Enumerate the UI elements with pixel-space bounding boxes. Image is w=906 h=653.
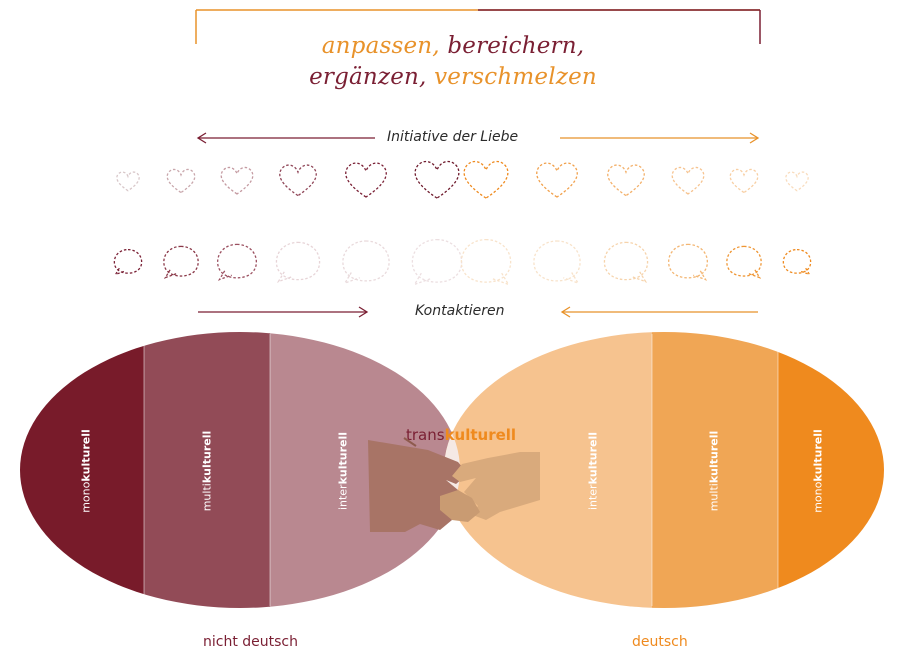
initiative-arrows xyxy=(196,132,760,144)
speech-bubble-icon xyxy=(782,248,812,276)
label-left-interkulturell: interkulturell xyxy=(336,431,350,511)
label-deutsch: deutsch xyxy=(632,634,688,650)
speech-bubble-icon xyxy=(533,240,581,285)
label-nicht-deutsch: nicht deutsch xyxy=(203,634,298,650)
title-word-bereichern: bereichern, xyxy=(447,33,585,59)
label-left-monokulturell: monokulturell xyxy=(79,429,93,513)
speech-bubble-icon xyxy=(113,248,143,276)
speech-bubble-icon xyxy=(342,240,390,285)
title-word-ergaenzen: ergänzen, xyxy=(309,64,427,90)
title-bracket xyxy=(195,9,761,44)
speech-bubble-icon xyxy=(216,243,258,281)
speech-bubble-icon xyxy=(603,241,649,283)
hearts-row xyxy=(116,160,809,199)
segment-right-multikulturell xyxy=(652,332,778,608)
speech-bubble-icon xyxy=(460,238,512,286)
speech-bubble-icon xyxy=(275,241,321,283)
title-word-anpassen: anpassen, xyxy=(321,33,440,59)
heart-outline-icon xyxy=(536,162,578,198)
heart-outline-icon xyxy=(463,160,509,199)
handshake-icon xyxy=(368,437,540,532)
heart-outline-icon xyxy=(414,160,460,199)
segment-left-multikulturell xyxy=(144,332,270,608)
heart-outline-icon xyxy=(345,162,387,198)
heart-outline-icon xyxy=(785,171,809,192)
label-left-multikulturell: multikulturell xyxy=(200,430,214,512)
heart-outline-icon xyxy=(607,164,645,197)
label-right-interkulturell: interkulturell xyxy=(586,431,600,511)
label-right-monokulturell: monokulturell xyxy=(811,429,825,513)
label-transkulturell: transkulturell xyxy=(406,426,517,444)
title-word-verschmelzen: verschmelzen xyxy=(434,64,597,90)
contact-arrows xyxy=(198,306,758,318)
speech-bubbles-row xyxy=(113,238,812,286)
heart-outline-icon xyxy=(220,166,254,195)
speech-bubble-icon xyxy=(667,243,709,281)
speech-bubble-icon xyxy=(163,245,199,279)
speech-bubble-icon xyxy=(411,238,463,286)
heart-outline-icon xyxy=(671,166,705,195)
speech-bubble-icon xyxy=(726,245,762,279)
initiative-label: Initiative der Liebe xyxy=(387,129,519,145)
contact-label: Kontaktieren xyxy=(415,303,505,319)
heart-outline-icon xyxy=(116,171,140,192)
segment-dividers xyxy=(143,334,779,606)
heart-outline-icon xyxy=(166,168,196,194)
heart-outline-icon xyxy=(729,168,759,194)
title-line-2: ergänzen, verschmelzen xyxy=(0,64,906,90)
label-right-multikulturell: multikulturell xyxy=(707,430,721,512)
segment-right-monokulturell xyxy=(778,332,884,608)
heart-outline-icon xyxy=(279,164,317,197)
title-line-1: anpassen, bereichern, xyxy=(0,33,906,59)
